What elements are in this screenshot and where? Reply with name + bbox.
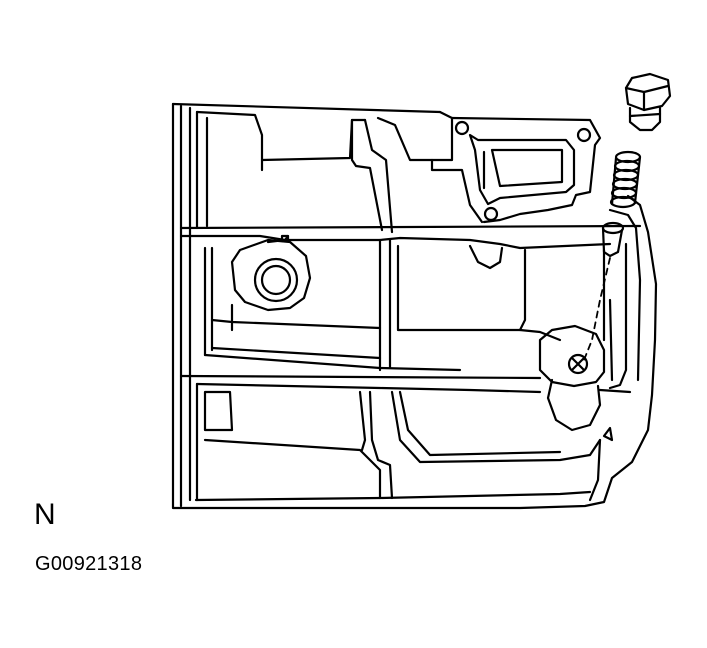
spring-icon xyxy=(611,152,640,207)
transmission-case-icon xyxy=(173,104,656,508)
guide-line xyxy=(584,258,610,360)
view-letter: N xyxy=(34,498,56,531)
plug-icon xyxy=(626,74,670,130)
detent-ball-icon xyxy=(603,223,623,256)
figure-code: G00921318 xyxy=(35,553,143,575)
